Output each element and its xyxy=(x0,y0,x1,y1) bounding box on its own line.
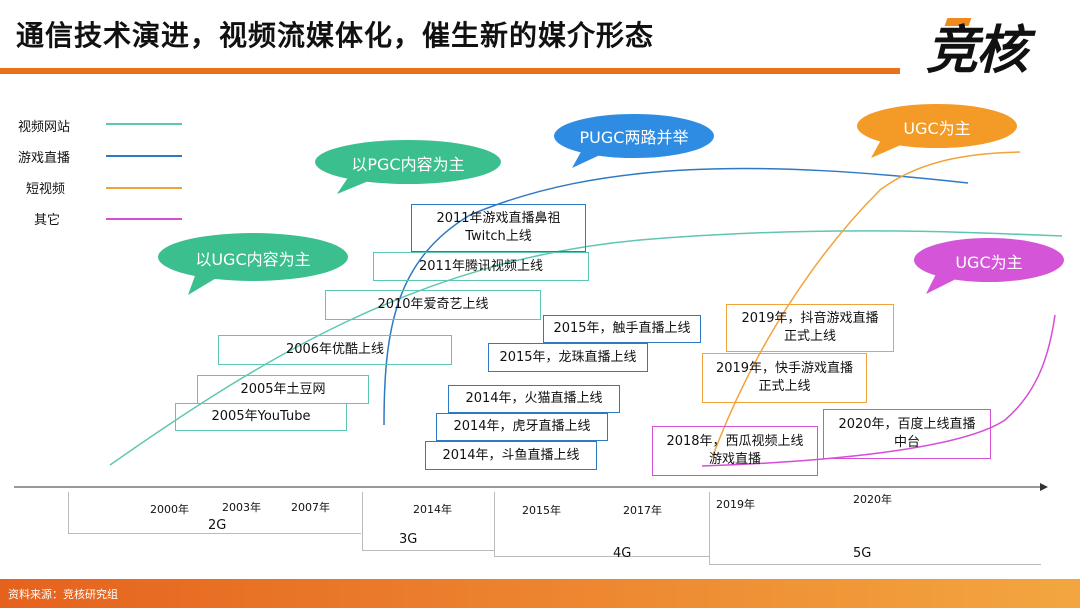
year-label: 2003年 xyxy=(222,501,261,514)
bubble-ugc-orange-text: UGC为主 xyxy=(903,119,971,138)
event-tencent: 2011年腾讯视频上线 xyxy=(373,252,589,281)
gen-label-2g: 2G xyxy=(208,518,227,533)
footer-bar: 资料来源：竞核研究组 xyxy=(0,579,1080,608)
event-youtube: 2005年YouTube xyxy=(175,403,347,431)
legend-line-video-site xyxy=(106,123,182,125)
curve-short-video xyxy=(711,151,1021,459)
event-huya: 2014年，虎牙直播上线 xyxy=(436,413,608,441)
legend-line-game-live xyxy=(106,155,182,157)
timeline-arrow xyxy=(1040,483,1048,491)
year-label: 2000年 xyxy=(150,503,189,516)
bubble-ugc-orange: UGC为主 xyxy=(857,104,1017,158)
legend-line-short-video xyxy=(106,187,182,189)
era-3g xyxy=(362,492,495,551)
bubble-ugc-magenta-text: UGC为主 xyxy=(955,253,1023,272)
curve-game-live xyxy=(383,167,969,426)
event-chushou: 2015年，触手直播上线 xyxy=(543,315,701,343)
gen-label-4g: 4G xyxy=(613,546,632,561)
legend-label-short-video: 短视频 xyxy=(26,182,66,197)
legend-label-video-site: 视频网站 xyxy=(18,120,71,135)
bubble-ugc-content-text: 以UGC内容为主 xyxy=(195,250,311,269)
legend-line-other xyxy=(106,218,182,220)
event-xigua: 2018年，西瓜视频上线 游戏直播 xyxy=(652,426,818,476)
year-label: 2020年 xyxy=(853,493,892,506)
year-label: 2019年 xyxy=(716,498,755,511)
event-youku: 2006年优酷上线 xyxy=(218,335,452,365)
gen-label-5g: 5G xyxy=(853,546,872,561)
bubble-pugc: PUGC两路并举 xyxy=(554,114,714,168)
bubble-ugc-content: 以UGC内容为主 xyxy=(158,233,348,295)
bubble-pgc-content-text: 以PGC内容为主 xyxy=(351,155,465,174)
legend-label-game-live: 游戏直播 xyxy=(18,151,71,166)
event-huomao: 2014年，火猫直播上线 xyxy=(448,385,620,413)
year-label: 2017年 xyxy=(623,504,662,517)
era-4g xyxy=(494,492,709,557)
event-tudou: 2005年土豆网 xyxy=(197,375,369,404)
era-2g xyxy=(68,492,361,534)
legend-label-other: 其它 xyxy=(34,213,61,228)
title-divider xyxy=(0,68,900,74)
bubble-pgc-content: 以PGC内容为主 xyxy=(315,140,501,194)
curve-other xyxy=(701,314,1056,467)
year-label: 2014年 xyxy=(413,503,452,516)
event-douyu: 2014年，斗鱼直播上线 xyxy=(425,441,597,470)
event-douyin-game: 2019年，抖音游戏直播 正式上线 xyxy=(726,304,894,352)
year-label: 2007年 xyxy=(291,501,330,514)
event-kuaishou-game: 2019年，快手游戏直播 正式上线 xyxy=(702,353,867,403)
event-longzhu: 2015年，龙珠直播上线 xyxy=(488,343,648,372)
logo: 竞核 xyxy=(926,21,1028,81)
footer-source: 资料来源：竞核研究组 xyxy=(8,588,118,601)
page-title: 通信技术演进，视频流媒体化，催生新的媒介形态 xyxy=(16,19,655,52)
bubble-ugc-magenta: UGC为主 xyxy=(914,238,1064,294)
year-label: 2015年 xyxy=(522,504,561,517)
era-5g xyxy=(709,492,1041,565)
event-iqiyi: 2010年爱奇艺上线 xyxy=(325,290,541,320)
bubble-pugc-text: PUGC两路并举 xyxy=(579,128,689,147)
event-twitch: 2011年游戏直播鼻祖 Twitch上线 xyxy=(411,204,586,252)
event-baidu: 2020年，百度上线直播 中台 xyxy=(823,409,991,459)
gen-label-3g: 3G xyxy=(399,532,418,547)
